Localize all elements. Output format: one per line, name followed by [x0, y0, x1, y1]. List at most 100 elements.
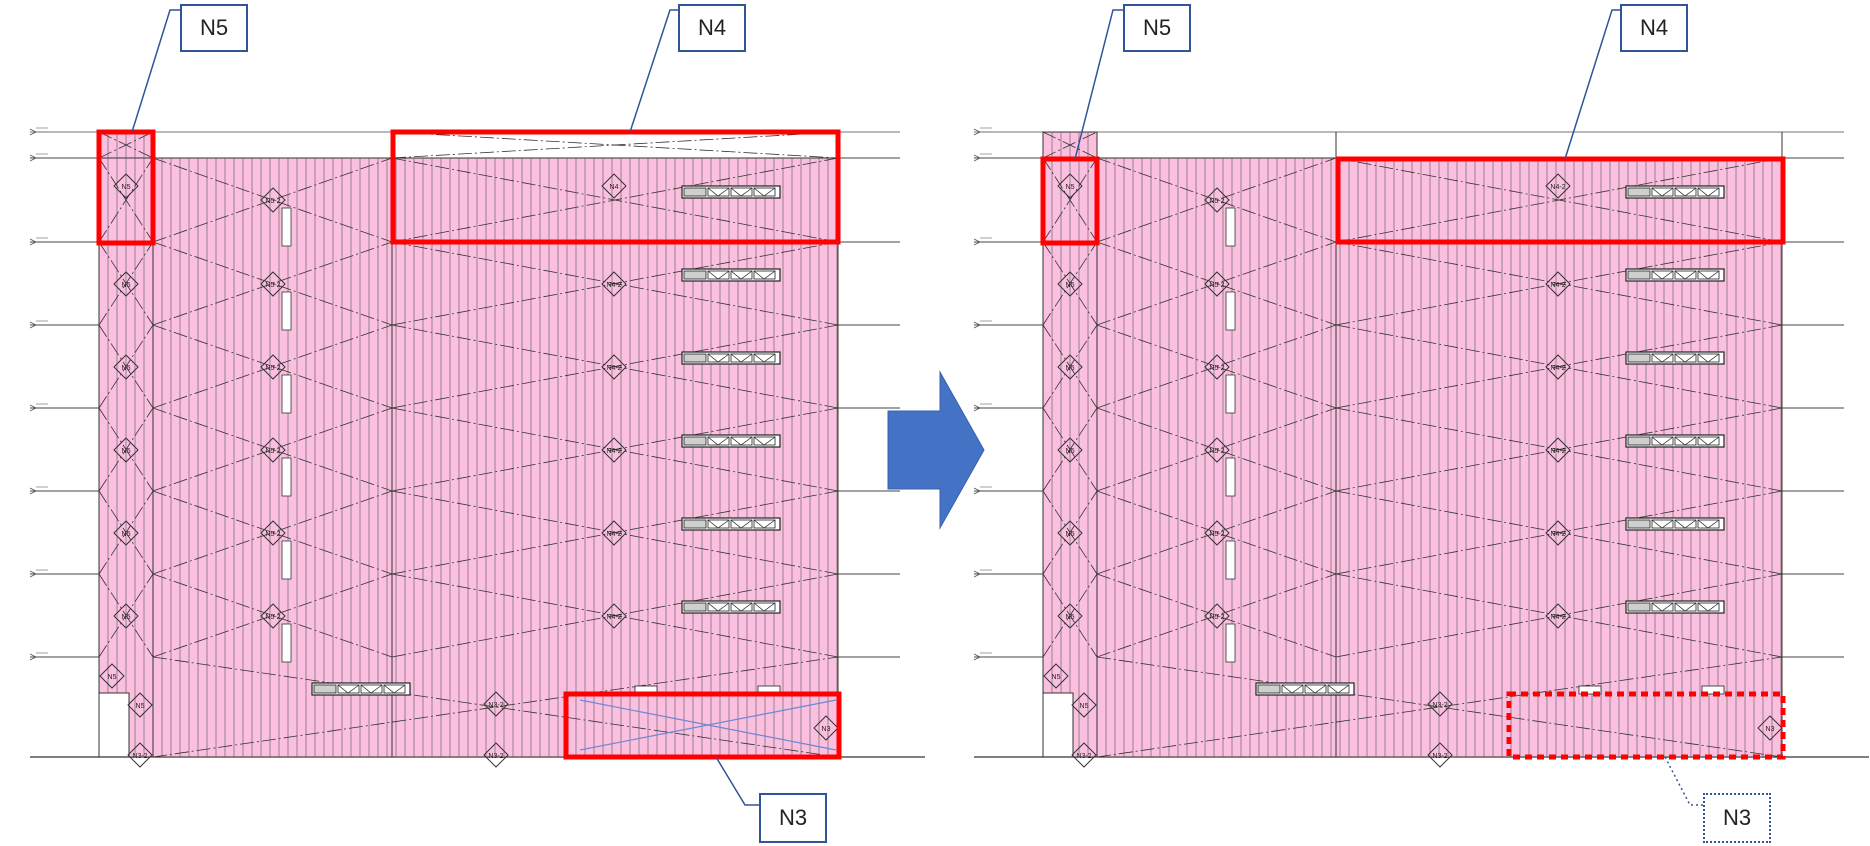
svg-text:N5: N5 — [122, 184, 131, 191]
right-elevation: N5N5N5N5N5N5N5N5N5-2N5-2N5-2N5-2N5-2N5-2… — [973, 127, 1869, 768]
svg-text:N5: N5 — [1066, 448, 1075, 455]
left-window — [681, 268, 781, 282]
left-tag-mid: N5-2 — [260, 271, 286, 297]
svg-text:N5: N5 — [1066, 184, 1075, 191]
left-tag-right: N4-2 — [601, 437, 627, 463]
left-tag-bay: N5 — [113, 271, 139, 297]
right-panel-joints — [1051, 132, 1782, 757]
left-tag-bottom: N3-2 — [127, 742, 153, 768]
left-door — [281, 540, 292, 580]
left-door — [281, 374, 292, 414]
right-tag-mid: N5-2 — [1204, 187, 1230, 213]
left-label-n5: N5 — [180, 4, 248, 52]
svg-text:N3-2: N3-2 — [488, 702, 503, 709]
svg-text:N4-2: N4-2 — [1550, 365, 1565, 372]
svg-text:N4-2: N4-2 — [606, 365, 621, 372]
left-elevation: N5N5N5N5N5N5N5N5N5-2N5-2N5-2N5-2N5-2N5-2… — [29, 127, 925, 768]
svg-text:N5-2: N5-2 — [1209, 365, 1224, 372]
svg-text:N5: N5 — [1066, 282, 1075, 289]
left-door — [281, 291, 292, 331]
left-tag-bottom: N3-2 — [483, 742, 509, 768]
right-window — [1625, 434, 1725, 448]
svg-text:N5-2: N5-2 — [1209, 282, 1224, 289]
svg-text:N3-2: N3-2 — [1432, 702, 1447, 709]
right-window — [1625, 517, 1725, 531]
left-tag-bay: N5 — [113, 354, 139, 380]
right-tag-right: N4-2 — [1545, 271, 1571, 297]
left-tag-right: N4 — [601, 173, 627, 199]
left-tag-bottom: N3-2 — [483, 691, 509, 717]
right-tag-right: N4-2 — [1545, 354, 1571, 380]
right-door — [1225, 374, 1236, 414]
right-door — [1225, 291, 1236, 331]
left-n4-highlight — [390, 129, 841, 245]
svg-text:N4-2: N4-2 — [1550, 531, 1565, 538]
svg-text:N5: N5 — [122, 365, 131, 372]
svg-text:N5-2: N5-2 — [265, 448, 280, 455]
left-window — [681, 434, 781, 448]
right-n4-highlight — [1335, 156, 1786, 245]
left-door — [281, 457, 292, 497]
right-n3-highlight — [1506, 691, 1786, 760]
left-door — [281, 207, 292, 247]
svg-text:N5-2: N5-2 — [265, 198, 280, 205]
svg-text:N3: N3 — [1766, 726, 1775, 733]
right-window — [1625, 185, 1725, 199]
right-tag-right: N4-2 — [1545, 173, 1571, 199]
right-window — [1625, 268, 1725, 282]
left-tag-mid: N5-2 — [260, 603, 286, 629]
left-window — [681, 185, 781, 199]
svg-text:N4-2: N4-2 — [606, 448, 621, 455]
svg-text:N3-2: N3-2 — [132, 753, 147, 760]
svg-text:N5: N5 — [1066, 531, 1075, 538]
right-tag-bay: N5 — [1057, 520, 1083, 546]
svg-text:N5-2: N5-2 — [265, 531, 280, 538]
left-label-n3: N3 — [759, 793, 827, 843]
svg-text:N4-2: N4-2 — [1550, 184, 1565, 191]
left-tag-bay: N5 — [113, 603, 139, 629]
left-tag-bay: N5 — [127, 692, 153, 718]
right-tag-right: N4-2 — [1545, 520, 1571, 546]
left-door — [281, 623, 292, 663]
right-window — [1255, 682, 1355, 696]
svg-text:N5-2: N5-2 — [265, 614, 280, 621]
right-tag-bottom: N3-2 — [1427, 691, 1453, 717]
svg-text:N5-2: N5-2 — [1209, 614, 1224, 621]
svg-text:N5: N5 — [122, 531, 131, 538]
right-tag-bottom: N3-2 — [1071, 742, 1097, 768]
left-tag-bay: N5 — [99, 663, 125, 689]
right-tag-right: N4-2 — [1545, 437, 1571, 463]
left-window — [681, 351, 781, 365]
svg-text:N5: N5 — [1052, 674, 1061, 681]
right-label-n4: N4 — [1620, 4, 1688, 52]
svg-text:N5-2: N5-2 — [265, 365, 280, 372]
svg-text:N5-2: N5-2 — [265, 282, 280, 289]
svg-text:N4-2: N4-2 — [1550, 448, 1565, 455]
svg-text:N5: N5 — [1066, 614, 1075, 621]
right-tag-bay: N5 — [1057, 354, 1083, 380]
right-label-n5: N5 — [1123, 4, 1191, 52]
left-tag-mid: N5-2 — [260, 354, 286, 380]
right-tag-right: N4-2 — [1545, 603, 1571, 629]
svg-text:N3-2: N3-2 — [1432, 753, 1447, 760]
right-tag-bay: N5 — [1043, 663, 1069, 689]
right-tag-bottom: N3 — [1757, 715, 1783, 741]
left-tag-mid: N5-2 — [260, 187, 286, 213]
svg-text:N3: N3 — [822, 726, 831, 733]
right-tag-bay: N5 — [1071, 692, 1097, 718]
right-tag-mid: N5-2 — [1204, 354, 1230, 380]
left-tag-bottom: N3 — [813, 715, 839, 741]
right-tag-mid: N5-2 — [1204, 437, 1230, 463]
svg-text:N5: N5 — [136, 703, 145, 710]
left-window — [311, 682, 411, 696]
left-tag-bay: N5 — [113, 520, 139, 546]
right-tag-bottom: N3-2 — [1427, 742, 1453, 768]
right-tag-bay: N5 — [1057, 437, 1083, 463]
transition-arrow-icon — [887, 370, 985, 530]
right-tag-bay: N5 — [1057, 603, 1083, 629]
svg-text:N4-2: N4-2 — [1550, 282, 1565, 289]
right-tag-mid: N5-2 — [1204, 520, 1230, 546]
svg-text:N4-2: N4-2 — [606, 531, 621, 538]
svg-text:N5: N5 — [122, 448, 131, 455]
